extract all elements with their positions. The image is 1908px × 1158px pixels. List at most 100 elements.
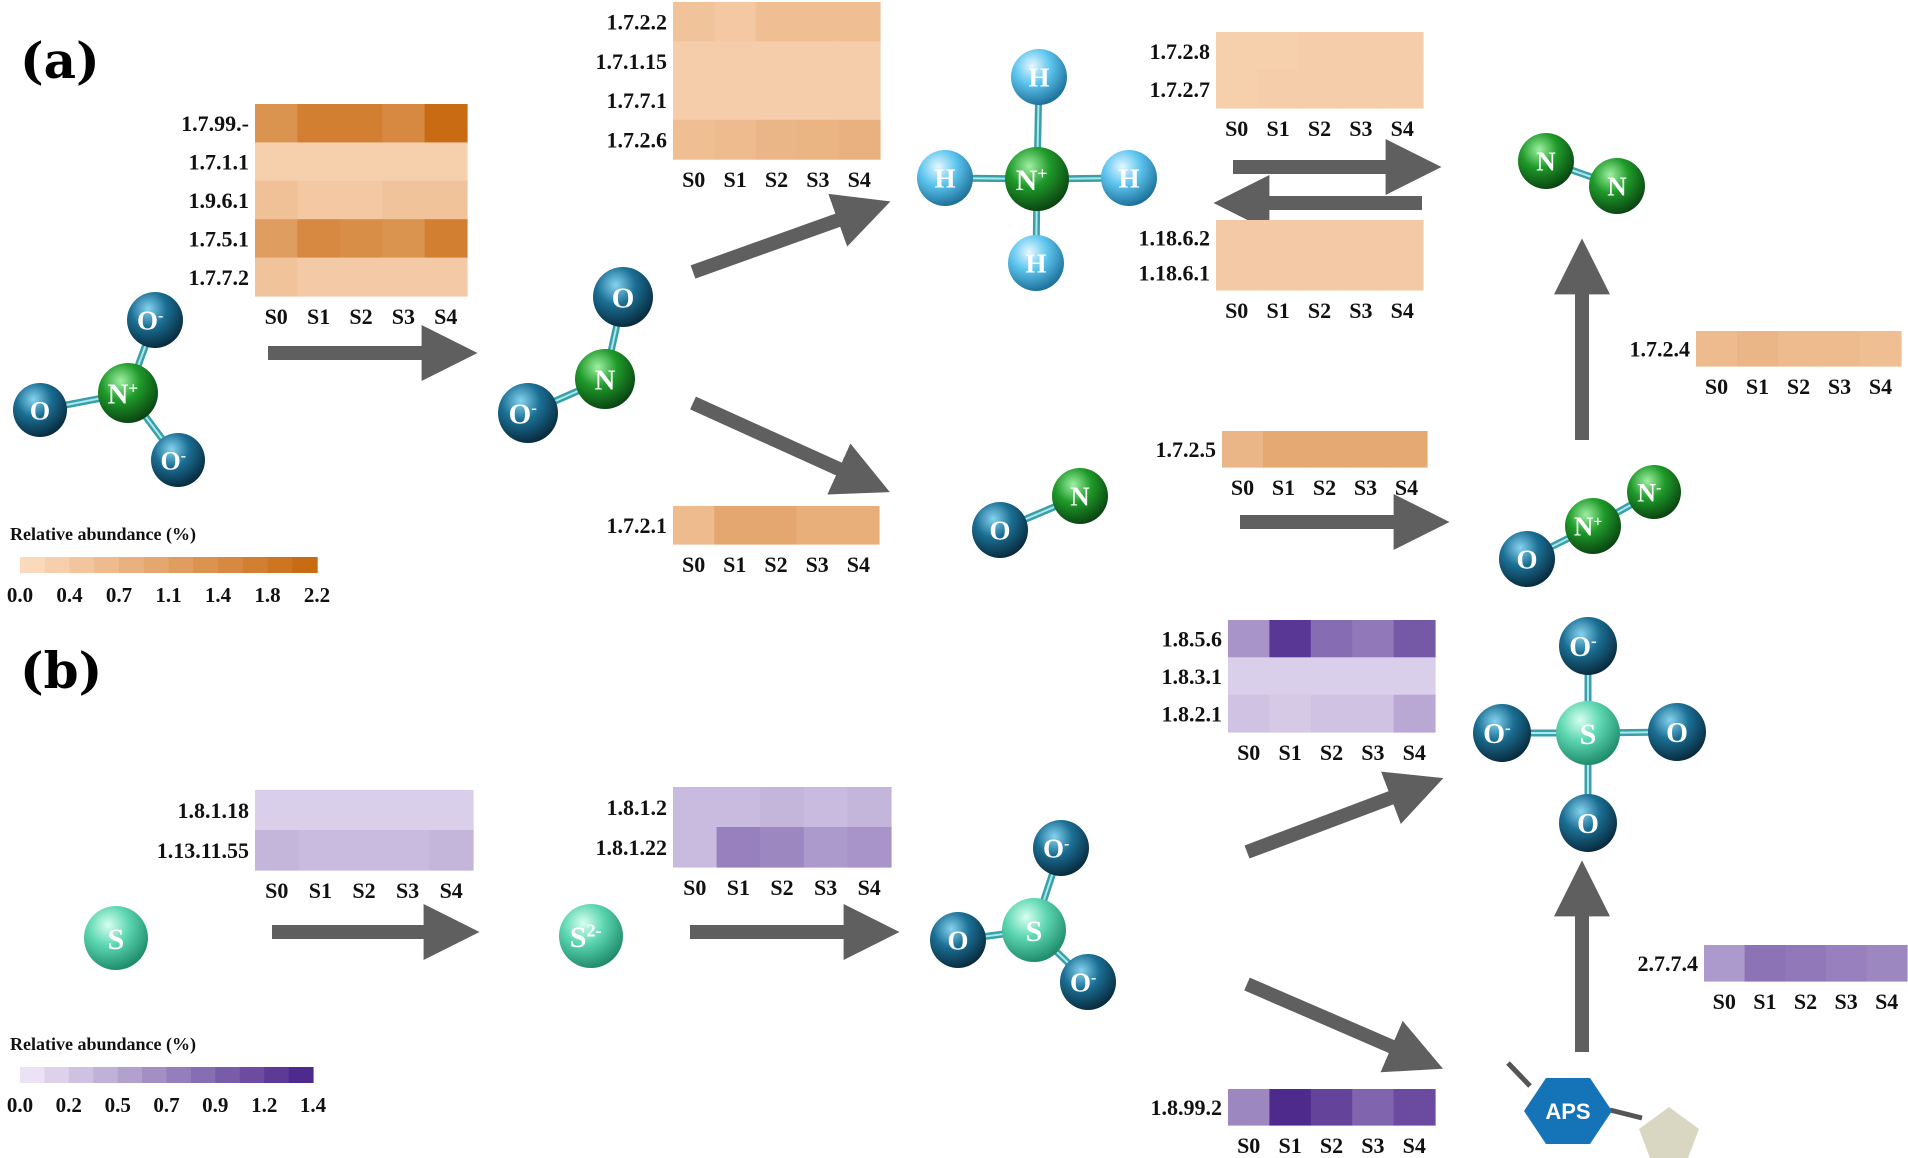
heatmap-cell [1228, 1089, 1270, 1126]
heatmap-cell [1216, 70, 1258, 109]
legend-tick: 0.9 [202, 1093, 228, 1117]
column-label: S0 [1231, 475, 1254, 500]
row-label: 1.7.1.1 [189, 150, 250, 175]
heatmap-cell [716, 787, 761, 828]
heatmap-cell [1257, 32, 1300, 71]
column-label: S3 [1354, 475, 1377, 500]
atom-O- [1559, 617, 1617, 675]
heatmap-cell [298, 830, 343, 871]
atom-H [1011, 49, 1067, 105]
legend-swatch [239, 1067, 265, 1083]
atom-N+ [1565, 498, 1621, 554]
legend-swatch [292, 557, 318, 573]
column-label: S4 [1403, 1133, 1426, 1158]
column-label: S4 [1391, 298, 1414, 323]
atom-O [593, 267, 653, 327]
heatmap-cell [1298, 220, 1341, 256]
heatmap-cell [760, 787, 805, 828]
column-label: S4 [848, 167, 871, 192]
heatmap-cell [797, 41, 840, 82]
heatmap-cell [297, 180, 341, 220]
heatmap-cell [673, 119, 715, 160]
heatmap-cell [298, 790, 343, 831]
column-label: S0 [265, 304, 288, 329]
heatmap-cell [838, 41, 881, 82]
heatmap-cell [760, 827, 805, 868]
column-label: S1 [723, 167, 746, 192]
legend-swatch [190, 1067, 216, 1083]
row-label: 1.8.1.2 [607, 795, 668, 820]
column-label: S0 [1713, 989, 1736, 1014]
row-label: 1.7.5.1 [189, 226, 250, 251]
legend-swatch [20, 557, 46, 573]
heatmap-cell [847, 787, 892, 828]
atom-label: O [989, 516, 1010, 546]
panel-label-a: (a) [20, 31, 100, 90]
aps-label: APS [1545, 1099, 1590, 1124]
heatmap-cell [1228, 694, 1270, 733]
row-label: 1.8.1.18 [178, 798, 250, 823]
column-label: S1 [1266, 116, 1289, 141]
legend-swatch [117, 1067, 143, 1083]
legend-swatch [68, 1067, 94, 1083]
column-label: S0 [682, 167, 705, 192]
panel-label-b: (b) [20, 641, 102, 700]
atom-O- [1060, 954, 1116, 1010]
heatmap-cell [429, 830, 474, 871]
heatmap-cell [1257, 255, 1300, 291]
atom-S [1556, 701, 1620, 765]
legend-swatch [193, 557, 219, 573]
column-label: S4 [847, 552, 870, 577]
heatmap-cell [1340, 70, 1383, 109]
aps-stem [1506, 1061, 1532, 1088]
heatmap-cell [1352, 694, 1395, 733]
row-label: 1.7.1.15 [596, 49, 668, 74]
heatmap-cell [1310, 657, 1353, 696]
column-label: S1 [1746, 374, 1769, 399]
legend-tick: 0.0 [7, 583, 33, 607]
row-label: 1.7.99.- [181, 111, 249, 136]
legend-tick: 0.7 [106, 583, 132, 607]
heatmap-cell [1737, 331, 1779, 367]
column-label: S4 [440, 878, 463, 903]
legend-swatch [44, 557, 71, 573]
heatmap-cell [803, 787, 848, 828]
heatmap-cell [796, 506, 839, 545]
column-label: S2 [770, 875, 793, 900]
atom-label: N+ [107, 378, 138, 410]
column-label: S0 [1237, 1133, 1260, 1158]
molecule-nitrite: ONO- [498, 267, 653, 443]
column-label: S4 [1391, 116, 1414, 141]
heatmap-cell [385, 830, 430, 871]
heatmap-cell [1298, 255, 1341, 291]
heatmap-cell [1269, 1089, 1312, 1126]
atom-N+ [1005, 147, 1069, 211]
atom-label: N [1536, 147, 1556, 177]
atom-label: S [108, 923, 125, 956]
ribose-pentagon [1639, 1107, 1699, 1158]
row-label: 1.7.2.6 [607, 127, 668, 152]
atom-O [13, 383, 67, 437]
heatmap-cell [797, 80, 840, 121]
atom-label: H [1028, 63, 1049, 93]
column-label: S2 [1320, 740, 1343, 765]
heatmap-cell [424, 142, 468, 182]
heatmap-cell [342, 830, 387, 871]
column-label: S4 [1869, 374, 1892, 399]
legend-swatch [143, 557, 170, 573]
legend-swatch [218, 557, 244, 573]
atom-label: H [934, 164, 955, 194]
column-label: S3 [396, 878, 419, 903]
row-label: 1.7.2.2 [607, 10, 668, 35]
heatmap-cell [1310, 620, 1353, 658]
heatmap-cell [255, 219, 298, 259]
heatmap-cell [1381, 32, 1424, 71]
